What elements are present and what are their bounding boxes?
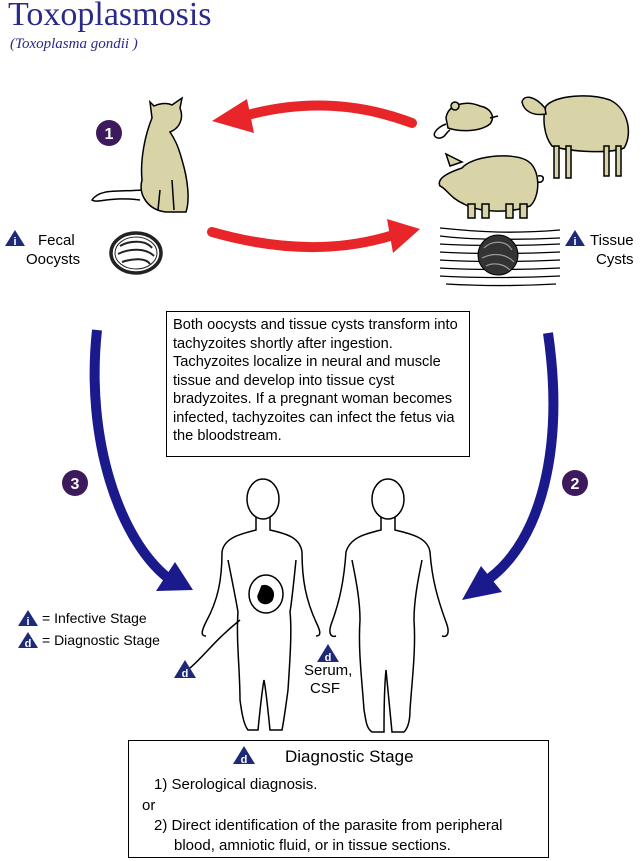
- legend-infective-stage: = Infective Stage: [42, 610, 147, 626]
- diagnostic-triangle-serum: d: [317, 644, 339, 664]
- blue-arrow-right: [462, 332, 559, 600]
- cat-icon: [90, 96, 189, 213]
- diagnostic-item-2-line1: 2) Direct identification of the parasite…: [154, 817, 503, 834]
- red-arrow-top: [212, 99, 417, 133]
- blue-arrow-left: [89, 329, 193, 591]
- red-arrow-bottom: [207, 219, 420, 253]
- fecal-oocysts-label-line2: Oocysts: [26, 251, 81, 268]
- svg-text:d: d: [325, 652, 332, 664]
- page-subtitle: (Toxoplasma gondii ): [10, 36, 138, 52]
- lifecycle-description: Both oocysts and tissue cysts transform …: [166, 311, 470, 457]
- serum-csf-label-line2: CSF: [310, 680, 340, 697]
- svg-text:d: d: [182, 668, 189, 680]
- diagnostic-box-title: Diagnostic Stage: [285, 747, 414, 766]
- diagnostic-triangle-box: d: [233, 746, 255, 766]
- svg-text:i: i: [573, 236, 576, 248]
- legend-diagnostic-stage: = Diagnostic Stage: [42, 632, 160, 648]
- svg-text:i: i: [26, 616, 29, 628]
- tissue-cysts-label-line1: Tissue: [590, 232, 634, 249]
- pig-icon: [438, 152, 544, 219]
- step-2-circle: 2: [562, 470, 588, 496]
- svg-text:2: 2: [571, 476, 580, 493]
- svg-text:d: d: [25, 638, 32, 650]
- page-title: Toxoplasmosis: [8, 0, 212, 33]
- diagnostic-or: or: [142, 797, 156, 814]
- svg-text:d: d: [241, 754, 248, 766]
- diagnostic-stage-box: Diagnostic Stage 1) Serological diagnosi…: [128, 740, 549, 858]
- diagnostic-item-2-line2: blood, amniotic fluid, or in tissue sect…: [174, 837, 451, 854]
- fecal-oocysts-label-line1: Fecal: [38, 232, 75, 249]
- infective-stage-triangle-tissue: i: [565, 230, 585, 248]
- svg-text:3: 3: [71, 476, 80, 493]
- step-1-circle: 1: [96, 120, 122, 146]
- step-3-circle: 3: [62, 470, 88, 496]
- legend-diagnostic-triangle: d: [18, 632, 38, 650]
- infective-stage-triangle-fecal: i: [5, 230, 25, 248]
- oocyst-icon: [109, 231, 163, 275]
- svg-text:1: 1: [105, 126, 114, 143]
- human-figure-icon: [329, 478, 449, 733]
- tissue-cyst-icon: [439, 227, 561, 287]
- legend-infective-triangle: i: [18, 610, 38, 628]
- serum-csf-label-line1: Serum,: [304, 662, 353, 679]
- diagnostic-item-1: 1) Serological diagnosis.: [154, 776, 318, 793]
- svg-text:i: i: [13, 236, 16, 248]
- diagnostic-triangle-fetus: d: [174, 660, 196, 680]
- mouse-icon: [433, 101, 499, 139]
- sheep-icon: [521, 95, 630, 179]
- tissue-cysts-label-line2: Cysts: [596, 251, 634, 268]
- human-figure-icon: [189, 478, 321, 731]
